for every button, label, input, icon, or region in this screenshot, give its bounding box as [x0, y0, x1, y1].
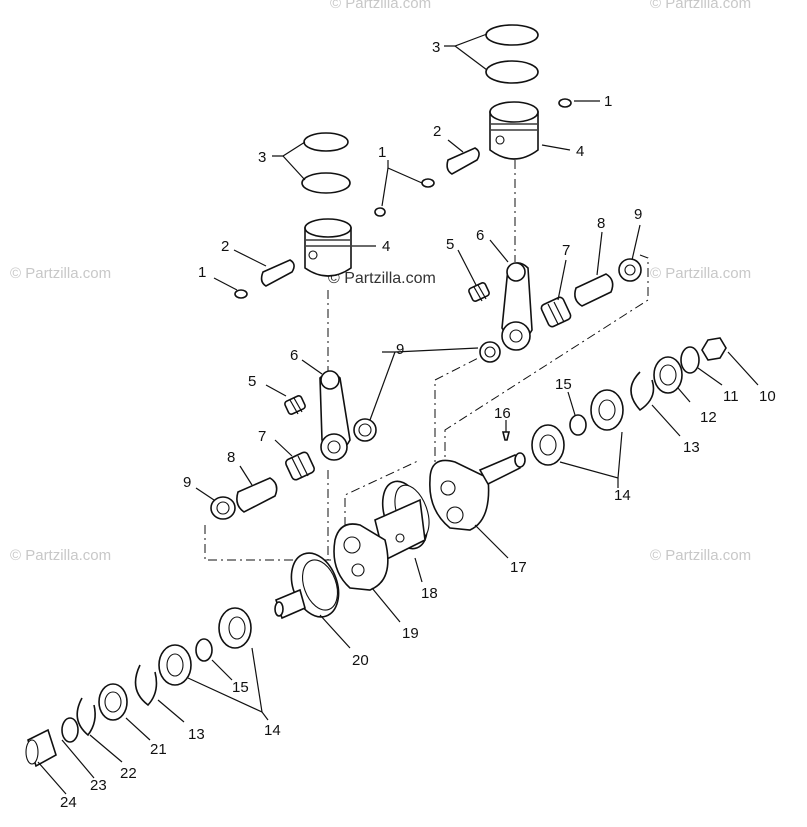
watermark-text: © Partzilla.com [330, 0, 431, 12]
callout-7: 7 [562, 242, 570, 259]
callout-13: 13 [188, 726, 205, 743]
snap-ring [195, 638, 213, 662]
circlip [76, 697, 96, 737]
callout-12: 12 [700, 409, 717, 426]
crank-pin [574, 273, 614, 307]
watermark-text: © Partzilla.com [10, 265, 111, 282]
watermark-text: © Partzilla.com [650, 547, 751, 564]
piston-pin [260, 259, 295, 287]
needle-bearing [468, 282, 490, 302]
pin-circlip [234, 289, 248, 299]
piston-ring [303, 132, 349, 152]
callout-9: 9 [634, 206, 642, 223]
pin-circlip [374, 207, 386, 217]
center-lines [204, 160, 649, 561]
watermark-text: © Partzilla.com [650, 265, 751, 282]
callout-6: 6 [476, 227, 484, 244]
callout-20: 20 [352, 652, 369, 669]
callout-24: 24 [60, 794, 77, 811]
snap-ring [569, 414, 587, 436]
callout-1: 1 [198, 264, 206, 281]
nut [701, 337, 727, 361]
left-piston-group [234, 132, 386, 299]
right-piston-group [421, 24, 572, 188]
callout-3: 3 [258, 149, 266, 166]
piston-ring [485, 24, 539, 46]
washer [680, 346, 700, 374]
callout-5: 5 [446, 236, 454, 253]
callout-8: 8 [227, 449, 235, 466]
callout-7: 7 [258, 428, 266, 445]
piston-pin [446, 147, 480, 175]
callout-5: 5 [248, 373, 256, 390]
crank-pin [236, 477, 278, 513]
right-end-parts [531, 337, 727, 466]
callout-4: 4 [576, 143, 584, 160]
callout-9: 9 [183, 474, 191, 491]
crankshaft-right-half [429, 459, 490, 531]
watermark-text: © Partzilla.com [650, 0, 751, 12]
watermark-text: © Partzilla.com [10, 547, 111, 564]
callout-4: 4 [382, 238, 390, 255]
circlip [630, 371, 655, 412]
left-rod-group [210, 370, 377, 520]
needle-bearing [284, 451, 316, 481]
watermark-center: © Partzilla.com [328, 270, 436, 287]
needle-bearing [540, 296, 572, 328]
leader-lines [37, 33, 759, 795]
needle-bearing [284, 395, 306, 415]
pin-circlip [421, 178, 435, 188]
callout-16: 16 [494, 405, 511, 422]
callout-11: 11 [723, 388, 739, 405]
callout-18: 18 [421, 585, 438, 602]
callout-6: 6 [290, 347, 298, 364]
spacer-ring [61, 717, 79, 743]
piston-ring [301, 172, 351, 194]
callout-15: 15 [232, 679, 249, 696]
left-end-parts [25, 607, 252, 768]
callout-17: 17 [510, 559, 527, 576]
callout-9: 9 [396, 341, 404, 358]
callout-13: 13 [683, 439, 700, 456]
callout-3: 3 [432, 39, 440, 56]
right-rod-group [468, 258, 642, 363]
callout-labels: 1 1 1 2 2 3 3 4 4 5 5 6 6 7 7 8 8 9 9 9 … [60, 39, 776, 811]
crankshaft-group [274, 431, 526, 620]
callout-2: 2 [221, 238, 229, 255]
callout-8: 8 [597, 215, 605, 232]
callout-14: 14 [264, 722, 281, 739]
callout-14: 14 [614, 487, 631, 504]
callout-19: 19 [402, 625, 419, 642]
callout-15: 15 [555, 376, 572, 393]
woodruff-key [501, 431, 511, 441]
callout-21: 21 [150, 741, 167, 758]
callout-23: 23 [90, 777, 107, 794]
piston-ring [485, 60, 539, 84]
watermark-group: © Partzilla.com © Partzilla.com © Partzi… [10, 0, 751, 564]
pin-circlip [558, 98, 572, 108]
callout-1: 1 [378, 144, 386, 161]
callout-22: 22 [120, 765, 137, 782]
callout-10: 10 [759, 388, 776, 405]
callout-1: 1 [604, 93, 612, 110]
circlip [134, 664, 158, 707]
callout-2: 2 [433, 123, 441, 140]
